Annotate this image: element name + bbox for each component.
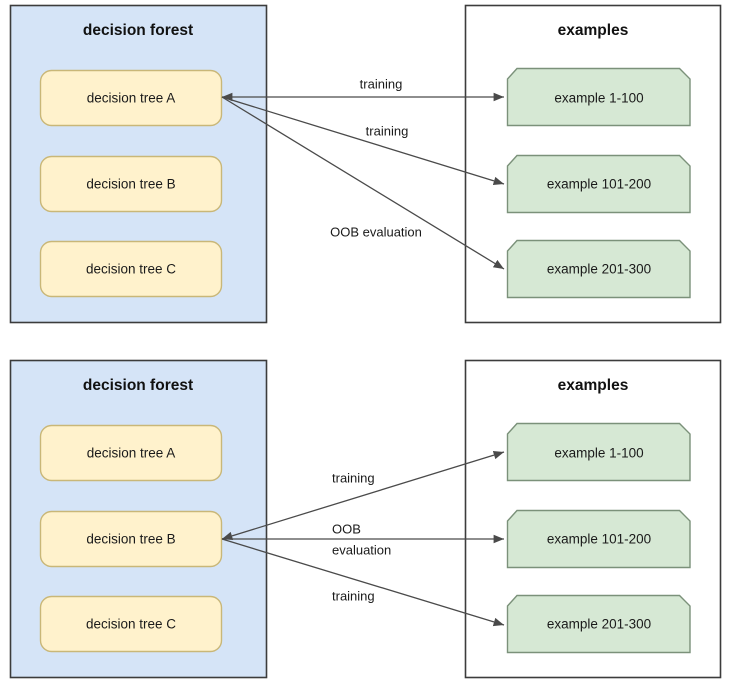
tree-node-a[interactable]: decision tree A [39,69,223,127]
forest-panel-title: decision forest [83,377,193,394]
edges-group: training OOB evaluation training [221,450,505,627]
example-node-1-100[interactable]: example 1-100 [506,422,691,482]
tree-node-b-label: decision tree B [86,532,175,547]
tree-node-a-shape[interactable] [39,69,223,127]
edge-tree-b-to-example-1-100[interactable] [221,450,505,541]
example-node-201-300-label: example 201-300 [547,262,651,277]
example-node-201-300-label: example 201-300 [547,617,651,632]
examples-panel-title: examples [558,377,629,394]
tree-node-c-shape[interactable] [39,595,223,653]
tree-node-b[interactable]: decision tree B [39,510,223,568]
tree-node-b-shape[interactable] [39,155,223,213]
example-node-1-100-label: example 1-100 [554,446,643,461]
example-node-201-300-shape[interactable] [506,594,691,654]
tree-node-c-label: decision tree C [86,262,176,277]
examples-panel-title: examples [558,22,629,39]
tree-node-b[interactable]: decision tree B [39,155,223,213]
example-node-1-100-shape[interactable] [506,67,691,127]
example-node-101-200[interactable]: example 101-200 [506,509,691,569]
edge-label-training-1: training [360,76,403,91]
diagram-tree-a: decision forest decision tree A decision… [9,4,722,324]
example-node-1-100[interactable]: example 1-100 [506,67,691,127]
edge-label-training-1: training [332,470,375,485]
tree-node-b-label: decision tree B [86,177,175,192]
forest-panel-title: decision forest [83,22,193,39]
tree-node-a-label: decision tree A [87,446,176,461]
example-node-101-200-shape[interactable] [506,509,691,569]
edge-label-oob-evaluation: OOB evaluation [330,224,422,239]
example-node-201-300-shape[interactable] [506,239,691,299]
edge-tree-b-to-example-201-300[interactable] [221,538,505,627]
edge-label-oob-line1: OOB [332,521,361,536]
forest-panel: decision forest decision tree A decision… [9,4,268,324]
example-node-1-100-label: example 1-100 [554,91,643,106]
forest-panel: decision forest decision tree A decision… [9,359,268,679]
edge-label-oob-line2: evaluation [332,542,391,557]
edge-tree-a-to-example-101-200[interactable] [221,96,505,186]
example-node-101-200-shape[interactable] [506,154,691,214]
example-node-201-300[interactable]: example 201-300 [506,239,691,299]
edge-label-training-2: training [332,588,375,603]
examples-panel: examples example 1-100 example 101-200 e… [464,359,722,679]
edge-label-training-2: training [366,123,409,138]
tree-node-c[interactable]: decision tree C [39,595,223,653]
example-node-101-200-label: example 101-200 [547,177,651,192]
diagram-tree-b: decision forest decision tree A decision… [9,359,722,679]
edge-tree-a-to-example-201-300[interactable] [221,96,505,270]
tree-node-a-shape[interactable] [39,424,223,482]
tree-node-a-label: decision tree A [87,91,176,106]
tree-node-b-shape[interactable] [39,510,223,568]
example-node-101-200-label: example 101-200 [547,532,651,547]
edges-group: training training OOB evaluation [221,76,505,270]
tree-node-c-label: decision tree C [86,617,176,632]
example-node-101-200[interactable]: example 101-200 [506,154,691,214]
examples-panel: examples example 1-100 example 101-200 e… [464,4,722,324]
example-node-201-300[interactable]: example 201-300 [506,594,691,654]
tree-node-c[interactable]: decision tree C [39,240,223,298]
tree-node-c-shape[interactable] [39,240,223,298]
example-node-1-100-shape[interactable] [506,422,691,482]
tree-node-a[interactable]: decision tree A [39,424,223,482]
